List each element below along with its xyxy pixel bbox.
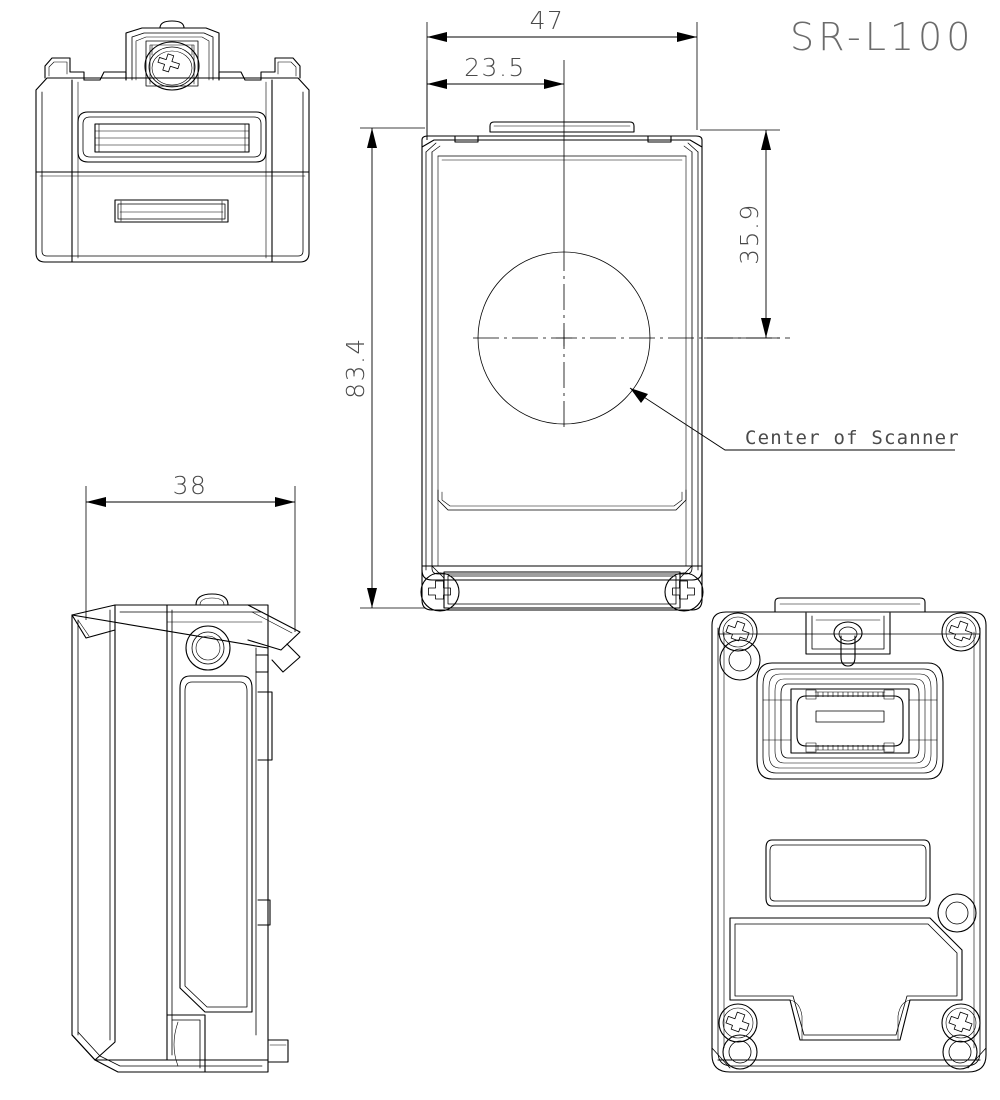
screw-bottom-left <box>420 572 460 612</box>
front-view <box>420 121 790 612</box>
dimension-scanner-center-offset: 35.9 <box>700 129 780 339</box>
dimension-width-overall: 47 <box>426 6 698 140</box>
top-view <box>35 20 310 263</box>
drawing-title: SR-L100 <box>790 15 974 59</box>
boss-ring-outer <box>185 625 231 671</box>
annotation-label-center-of-scanner: Center of Scanner <box>745 427 960 449</box>
screw-rear-top-left <box>718 612 758 652</box>
dimension-width-half: 23.5 <box>426 53 565 245</box>
dimension-value-35-9: 35.9 <box>735 203 764 265</box>
screw-cross-icon <box>157 53 180 73</box>
mounting-hole-right <box>937 893 977 933</box>
recess-pocket <box>729 917 963 1041</box>
mounting-hole-top-left <box>719 639 761 681</box>
annotation-center-of-scanner: Center of Scanner <box>629 387 960 451</box>
dimension-height-overall: 83.4 <box>341 127 425 609</box>
connector-socket <box>756 662 944 780</box>
dimension-value-23-5: 23.5 <box>464 53 526 82</box>
screw-bottom-right <box>664 572 704 612</box>
label-plate <box>765 839 931 907</box>
dimension-value-83-4: 83.4 <box>341 337 370 399</box>
screw-rear-bottom-left <box>718 1003 758 1043</box>
side-view <box>71 593 301 1073</box>
rear-view <box>711 597 987 1073</box>
screw-rear-top-right <box>941 612 981 652</box>
dimension-value-38: 38 <box>173 471 208 500</box>
mounting-hole-bottom-right <box>942 1034 978 1070</box>
dimension-value-47: 47 <box>530 6 565 35</box>
screw-rear-bottom-right <box>941 1003 981 1043</box>
mounting-hole-bottom-left <box>722 1034 758 1070</box>
center-cross-marker <box>555 329 573 347</box>
dimension-depth-overall: 38 <box>85 471 296 632</box>
